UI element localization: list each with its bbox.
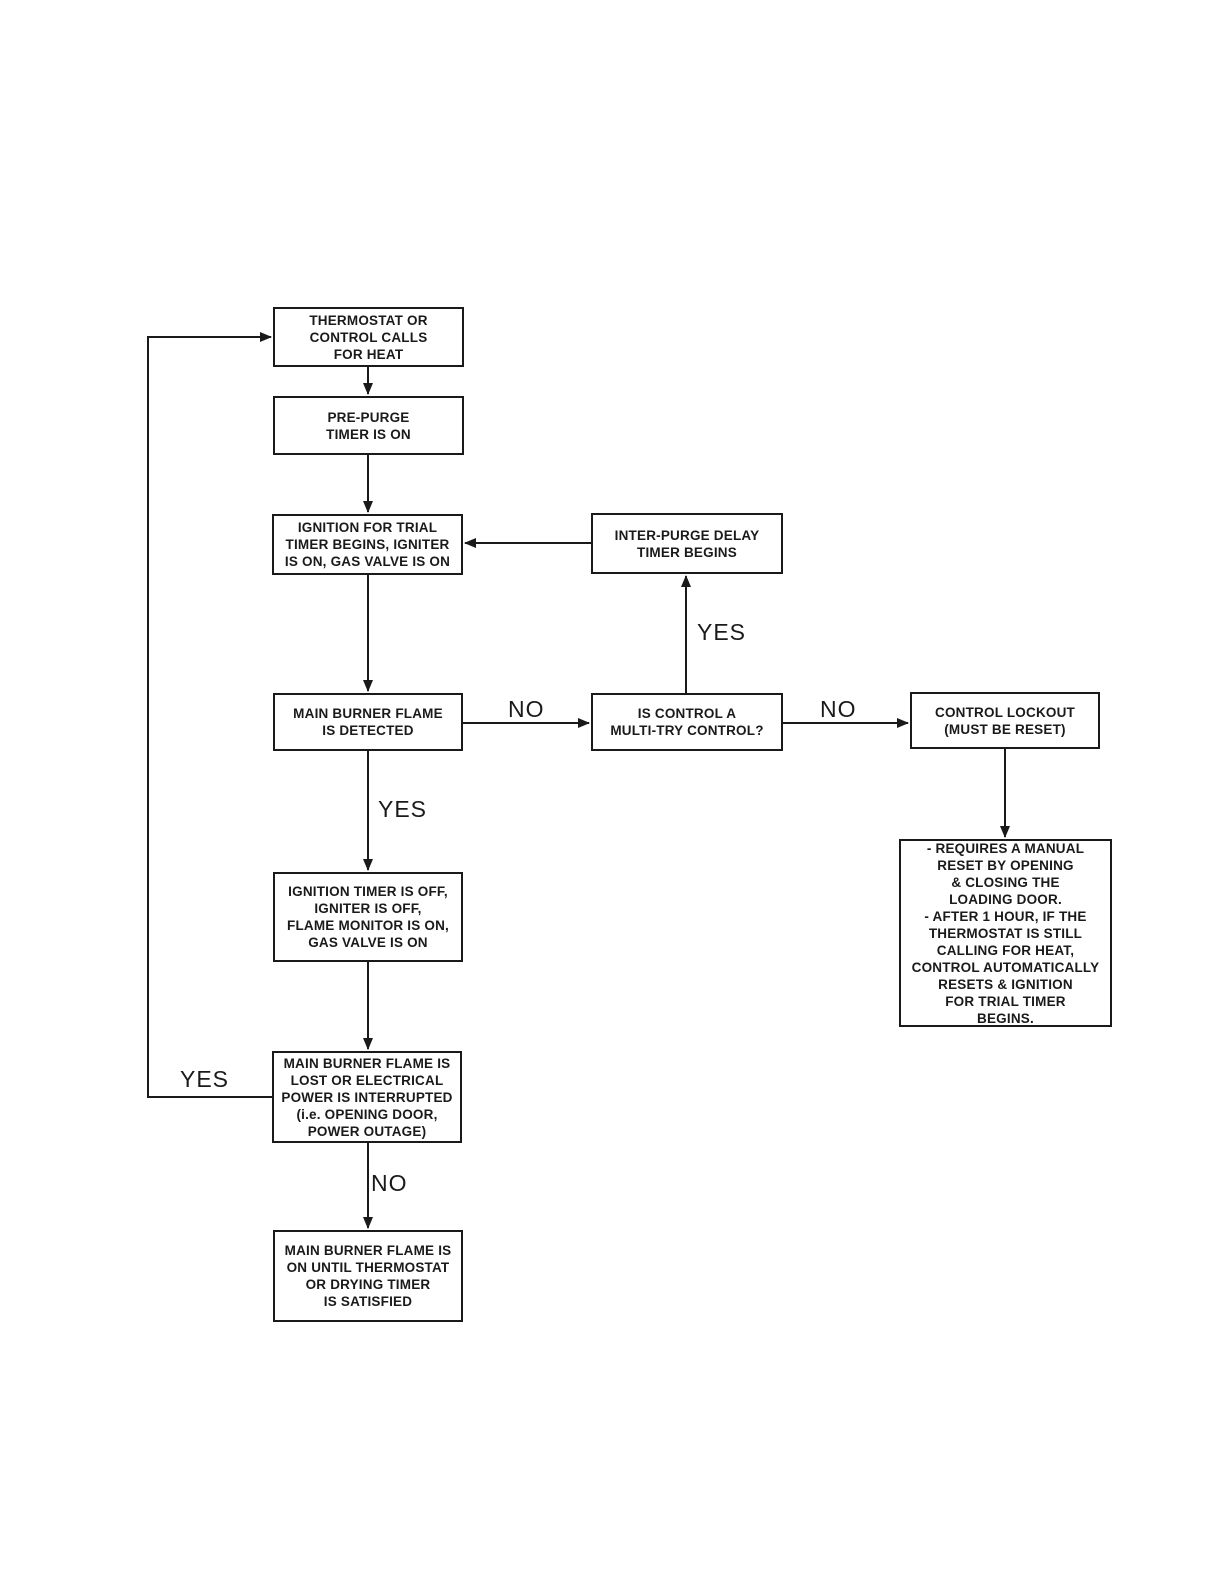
label-no-flame-not-lost: NO	[371, 1170, 408, 1196]
label-no-multi-try-to-lockout: NO	[820, 696, 857, 722]
node-control-lockout: CONTROL LOCKOUT (MUST BE RESET)	[910, 692, 1100, 749]
node-pre-purge-timer: PRE-PURGE TIMER IS ON	[273, 396, 464, 455]
label-yes-to-inter-purge: YES	[697, 619, 747, 645]
node-ignition-timer-off: IGNITION TIMER IS OFF, IGNITER IS OFF, F…	[273, 872, 463, 962]
node-inter-purge-delay: INTER-PURGE DELAY TIMER BEGINS	[591, 513, 783, 574]
label-yes-flame-detected: YES	[378, 796, 428, 822]
node-ignition-trial-timer: IGNITION FOR TRIAL TIMER BEGINS, IGNITER…	[272, 514, 463, 575]
node-manual-reset-note: - REQUIRES A MANUAL RESET BY OPENING & C…	[899, 839, 1112, 1027]
label-no-flame-to-multi-try: NO	[508, 696, 545, 722]
node-thermostat-calls-for-heat: THERMOSTAT OR CONTROL CALLS FOR HEAT	[273, 307, 464, 367]
label-yes-flame-lost-restart: YES	[180, 1066, 230, 1092]
node-flame-detected: MAIN BURNER FLAME IS DETECTED	[273, 693, 463, 751]
node-flame-lost: MAIN BURNER FLAME IS LOST OR ELECTRICAL …	[272, 1051, 462, 1143]
node-multi-try-control: IS CONTROL A MULTI-TRY CONTROL?	[591, 693, 783, 751]
node-flame-on-until-satisfied: MAIN BURNER FLAME IS ON UNTIL THERMOSTAT…	[273, 1230, 463, 1322]
arrow-flame-lost-loop-to-thermostat	[147, 332, 273, 1098]
